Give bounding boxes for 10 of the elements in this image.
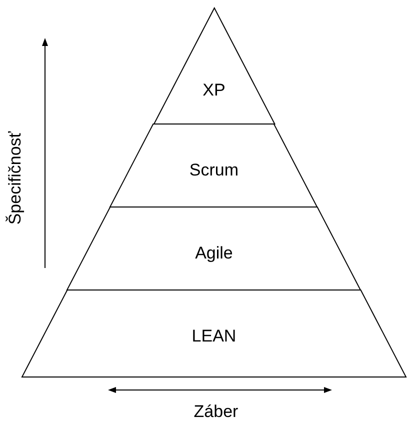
pyramid-level <box>67 207 361 290</box>
level-label: Scrum <box>189 159 239 182</box>
level-label: LEAN <box>192 325 236 348</box>
axis-label: Špecifičnosť <box>4 131 26 225</box>
pyramid-level <box>22 290 406 377</box>
pyramid-level <box>154 8 274 124</box>
level-label: Agile <box>195 242 233 264</box>
pyramid-level <box>110 124 318 207</box>
level-label: XP <box>202 79 226 102</box>
axis-label: Záber <box>194 401 238 421</box>
